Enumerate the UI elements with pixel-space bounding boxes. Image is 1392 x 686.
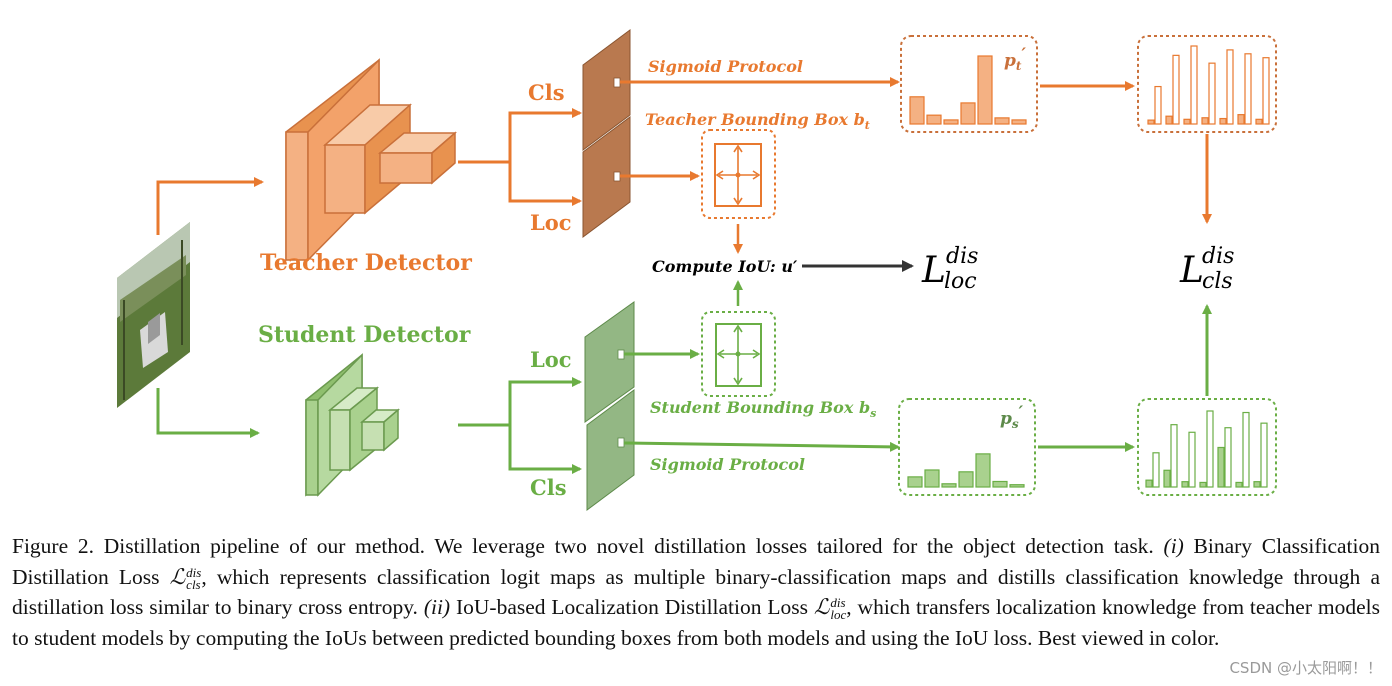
teacher-hist-bar — [909, 96, 925, 125]
caption-figure-label: Figure 2. — [12, 534, 94, 558]
teacher-bbox-label: Teacher Bounding Box bt — [645, 110, 870, 132]
teacher-hist-bar — [926, 114, 942, 125]
student-loc-map — [584, 301, 635, 423]
teacher-cls-map — [582, 29, 631, 151]
teacher-binary-bar — [1244, 53, 1252, 125]
student-sigmoid-label: Sigmoid Protocol — [650, 455, 805, 474]
teacher-loc-map — [582, 116, 631, 238]
teacher-binary-bar — [1226, 49, 1234, 125]
student-hist-bar — [958, 471, 974, 488]
input-image — [117, 222, 190, 408]
teacher-binary-bar — [1219, 117, 1227, 125]
svg-text:dis: dis — [946, 244, 978, 269]
student-bbox-label: Student Bounding Box bs — [650, 398, 876, 420]
student-binary-bar — [1145, 479, 1153, 488]
svg-text:cls: cls — [1202, 269, 1233, 294]
compute-iou-label: Compute IoU: u′ — [652, 257, 798, 276]
teacher-binary-bar — [1165, 115, 1173, 125]
student-binary-bar — [1260, 422, 1268, 488]
svg-text:pt′: pt′ — [1004, 45, 1026, 73]
student-hist-bar — [975, 453, 991, 488]
student-binary-bar — [1152, 452, 1160, 488]
student-prob-hist: ps′ — [898, 398, 1036, 496]
teacher-binary-bar — [1208, 62, 1216, 125]
watermark: CSDN @小太阳啊！！ — [1227, 657, 1384, 678]
teacher-binary-bar — [1190, 45, 1198, 125]
teacher-hist-bar — [943, 119, 959, 125]
teacher-binary-bar — [1237, 114, 1245, 125]
teacher-detector-network — [285, 58, 458, 262]
teacher-detector-label: Teacher Detector — [260, 250, 472, 276]
teacher-hist-bar — [994, 117, 1010, 125]
student-binary-bar — [1224, 427, 1232, 488]
svg-text:dis: dis — [1202, 244, 1234, 269]
student-hist-bar — [941, 483, 957, 488]
teacher-hist-bar — [960, 102, 976, 125]
arrow-to-teacher — [156, 177, 264, 235]
teacher-cls-label: Cls — [528, 80, 565, 105]
svg-text:L: L — [1179, 250, 1204, 291]
teacher-loc-label: Loc — [530, 210, 572, 235]
teacher-binary-bar — [1172, 54, 1180, 125]
student-binary-bar — [1253, 481, 1261, 488]
pipeline-figure: Teacher Detector Cls Loc Sigmoid Protoco… — [117, 29, 1277, 511]
teacher-binary-bar — [1183, 118, 1191, 125]
student-hist-bar — [1009, 484, 1025, 488]
student-binary-bar — [1170, 424, 1178, 488]
student-binary-maps — [1137, 398, 1277, 496]
student-loc-label: Loc — [530, 347, 572, 372]
student-binary-bar — [1242, 411, 1250, 488]
student-binary-bar — [1217, 446, 1225, 488]
teacher-binary-maps — [1137, 35, 1277, 133]
teacher-binary-bar — [1154, 85, 1162, 125]
student-binary-bar — [1181, 481, 1189, 488]
svg-text:loc: loc — [944, 269, 977, 294]
teacher-binary-bar — [1255, 118, 1263, 125]
student-detector-network — [305, 353, 401, 497]
arrow-to-student — [156, 388, 260, 438]
student-binary-bar — [1199, 481, 1207, 488]
teacher-binary-bar — [1201, 117, 1209, 125]
student-detector-label: Student Detector — [258, 322, 471, 348]
svg-text:L: L — [921, 250, 946, 291]
teacher-binary-bar — [1147, 119, 1155, 125]
student-cls-label: Cls — [530, 475, 567, 500]
teacher-sigmoid-label: Sigmoid Protocol — [648, 57, 803, 76]
student-binary-bar — [1206, 410, 1214, 488]
teacher-binary-bar — [1262, 57, 1270, 125]
student-hist-bar — [924, 469, 940, 488]
student-binary-bar — [1163, 469, 1171, 488]
loss-loc-distill: L dis loc — [921, 244, 978, 294]
teacher-prob-hist: pt′ — [900, 35, 1038, 133]
student-hist-bar — [992, 480, 1008, 488]
loss-cls-distill: L dis cls — [1179, 244, 1234, 294]
student-binary-bar — [1188, 431, 1196, 488]
teacher-hist-bar — [977, 55, 993, 125]
student-cls-map — [586, 389, 635, 511]
student-bbox-box — [701, 311, 776, 397]
svg-text:ps′: ps′ — [1000, 403, 1024, 431]
teacher-bbox-box — [701, 129, 776, 219]
figure-caption: Figure 2. Distillation pipeline of our m… — [12, 534, 1381, 650]
student-binary-bar — [1235, 481, 1243, 488]
student-hist-bar — [907, 476, 923, 488]
teacher-hist-bar — [1011, 119, 1027, 125]
